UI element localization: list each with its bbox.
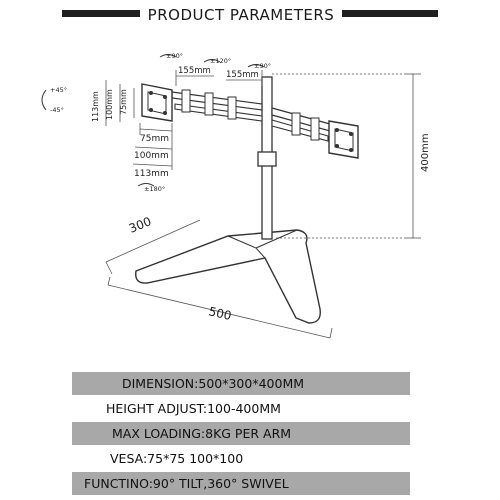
vesa-100-horizontal-label: 100mm xyxy=(134,151,169,161)
width-500-label: 500 xyxy=(207,304,232,323)
swivel-90-label: ±90° xyxy=(166,52,183,60)
header-rule-right xyxy=(342,10,438,17)
vesa-113-horizontal-label: 113mm xyxy=(134,169,169,179)
vesa-100-vertical-label: 100mm xyxy=(105,89,114,120)
arm-right-label: 155mm xyxy=(226,70,259,80)
arm-left-label: 155mm xyxy=(178,66,211,76)
spec-vesa: VESA:75*75 100*100 xyxy=(110,451,244,466)
stand-base xyxy=(135,229,321,324)
monitor-stand-diagram: +45° -45° ±90° ±120° ±90° 155mm 155mm 11… xyxy=(41,52,431,339)
left-vesa-plate xyxy=(141,83,173,122)
rotation-180-label: ±180° xyxy=(144,185,165,193)
base-edge-2 xyxy=(255,229,298,249)
vesa-75-vertical-label: 75mm xyxy=(119,89,128,115)
header-rule-left xyxy=(62,10,140,17)
tilt-down-label: -45° xyxy=(50,106,64,114)
tilt-arrow-icon xyxy=(41,89,47,111)
dimension-lines xyxy=(105,70,421,339)
rotation-180-arrow-icon xyxy=(137,183,155,187)
right-vesa-plate xyxy=(328,120,359,159)
swivel-120-arrow-icon xyxy=(203,59,221,63)
spec-dimension: DIMENSION:500*300*400MM xyxy=(72,372,410,395)
page-title: PRODUCT PARAMETERS xyxy=(147,6,335,24)
depth-300-label: 300 xyxy=(127,214,153,236)
swivel-120-label: ±120° xyxy=(210,57,231,65)
tilt-up-label: +45° xyxy=(50,86,67,94)
swivel-90-right-label: ±90° xyxy=(254,62,271,70)
arm-joints xyxy=(181,89,320,141)
spec-function: FUNCTINO:90° TILT,360° SWIVEL xyxy=(72,472,410,495)
vesa-75-horizontal-label: 75mm xyxy=(140,134,169,144)
spec-height-adjust: HEIGHT ADJUST:100-400MM xyxy=(106,401,281,416)
spec-max-loading: MAX LOADING:8KG PER ARM xyxy=(72,422,410,445)
swivel-90-right-arrow-icon xyxy=(247,64,265,68)
height-400mm-label: 400mm xyxy=(420,133,431,172)
height-clamp xyxy=(257,151,277,167)
rotation-arrows xyxy=(41,54,265,187)
swivel-90-arrow-icon xyxy=(159,54,177,58)
vesa-113-vertical-label: 113mm xyxy=(91,91,100,122)
